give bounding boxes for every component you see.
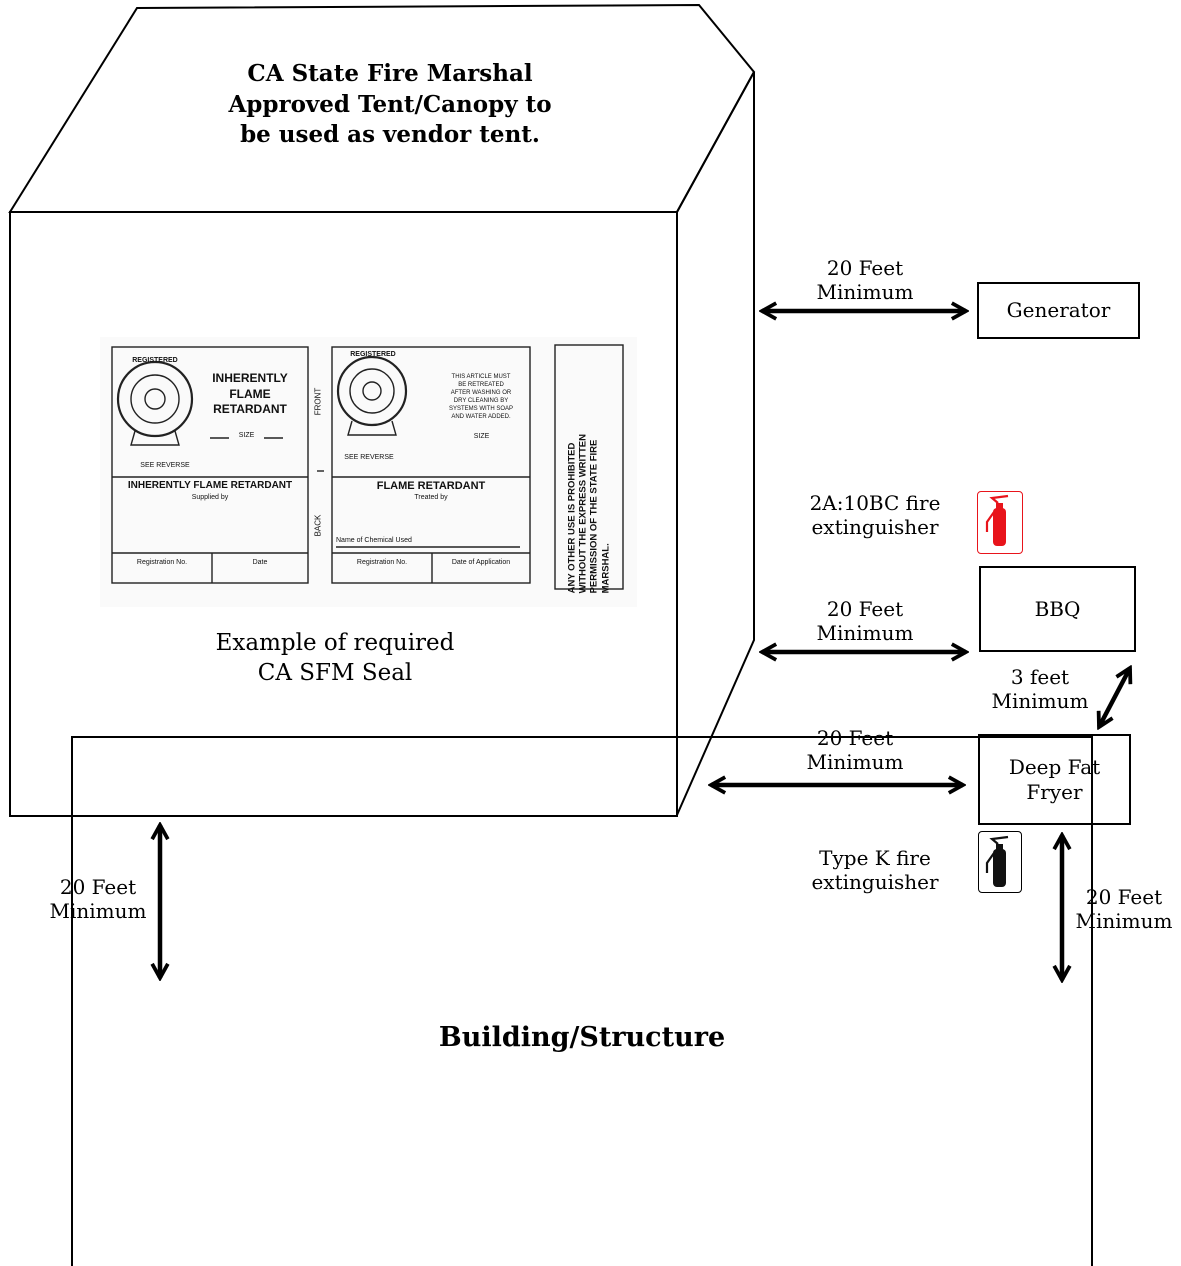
tent-side	[676, 71, 755, 816]
extinguisher-red-glyph	[985, 494, 1009, 546]
distance-line: Minimum	[1075, 909, 1173, 934]
generator-distance-label: 20 Feet Minimum	[790, 256, 940, 305]
distance-line: 20 Feet	[826, 597, 904, 621]
bbq-label: BBQ	[1034, 596, 1081, 621]
seal-notice-line: BE RETREATED	[458, 382, 504, 389]
seal-card1-heading-line: RETARDANT	[213, 402, 287, 417]
seal-caption-line: CA SFM Seal	[257, 659, 413, 686]
seal-card1-registration: Registration No.	[136, 559, 188, 566]
distance-line: Minimum	[806, 750, 904, 775]
seal-back-label: BACK	[313, 514, 323, 537]
seal-card1-heading-line: INHERENTLY	[212, 371, 288, 385]
seal-notice-line: THIS ARTICLE MUST	[451, 374, 511, 380]
seal-card1-heading-line: FLAME	[229, 386, 271, 401]
seal-card2-chemical: Name of Chemical Used	[336, 537, 412, 544]
generator-box: Generator	[977, 282, 1140, 339]
seal-notice-line: SYSTEMS WITH SOAP	[448, 406, 513, 413]
bbq-fryer-arrow	[1099, 668, 1130, 727]
seal-card2-bottom-heading: FLAME RETARDANT	[376, 480, 486, 492]
seal-front-label: FRONT	[313, 387, 323, 416]
seal-caption: Example of required CA SFM Seal	[170, 629, 500, 689]
seal-card1-date: Date	[252, 559, 268, 566]
bbq-fryer-distance-label: 3 feet Minimum	[980, 665, 1100, 714]
fryer-label-line: Fryer	[1026, 779, 1083, 804]
seal-warning-line: PERMISSION OF THE STATE FIRE	[589, 439, 600, 594]
seal-card2-size: SIZE	[473, 433, 490, 440]
extinguisher-label-line: 2A:10BC fire	[809, 491, 941, 515]
distance-line: 20 Feet	[826, 256, 904, 280]
extinguisher-k-label: Type K fire extinguisher	[790, 846, 960, 895]
seal-stamp-1: REGISTERED	[132, 357, 178, 364]
distance-line: Minimum	[816, 621, 914, 646]
seal-warning: ANY OTHER USE IS PROHIBITED WITHOUT THE …	[567, 353, 612, 593]
building-outline	[71, 736, 1093, 1266]
sfm-seal-image: REGISTERED REGISTERED INHERENTLY FLAME R…	[100, 337, 637, 607]
extinguisher-label-line: Type K fire	[819, 846, 931, 870]
distance-line: 20 Feet	[1085, 885, 1163, 909]
extinguisher-label-line: extinguisher	[811, 515, 939, 540]
fire-extinguisher-red-icon	[977, 491, 1023, 554]
distance-line: Minimum	[49, 899, 147, 924]
bbq-distance-label: 20 Feet Minimum	[790, 597, 940, 646]
seal-caption-line: Example of required	[215, 630, 455, 656]
extinguisher-label-line: extinguisher	[811, 870, 939, 895]
seal-notice-line: DRY CLEANING BY	[453, 398, 509, 405]
seal-card2-registration: Registration No.	[356, 559, 408, 566]
seal-card2-see-reverse: SEE REVERSE	[344, 454, 394, 461]
seal-linework	[111, 344, 624, 590]
seal-warning-line: WITHOUT THE EXPRESS WRITTEN	[577, 434, 589, 594]
generator-label: Generator	[1006, 298, 1111, 322]
seal-card1-bottom-heading: INHERENTLY FLAME RETARDANT	[127, 480, 293, 491]
seal-notice-line: AND WATER ADDED.	[451, 414, 511, 421]
seal-card1-heading: INHERENTLY FLAME RETARDANT	[200, 371, 300, 418]
tent-building-distance-label: 20 Feet Minimum	[38, 875, 158, 924]
seal-warning-line: ANY OTHER USE IS PROHIBITED	[566, 442, 578, 594]
seal-card2-notice: THIS ARTICLE MUST BE RETREATED AFTER WAS…	[436, 373, 526, 422]
distance-line: 20 Feet	[59, 875, 137, 899]
fire-extinguisher-black-icon	[978, 831, 1022, 893]
seal-notice-line: AFTER WASHING OR	[450, 390, 512, 397]
distance-line: 20 Feet	[816, 726, 894, 750]
tent-title-line: be used as vendor tent.	[240, 121, 540, 149]
fryer-distance-label: 20 Feet Minimum	[780, 726, 930, 775]
seal-card2-date-application: Date of Application	[451, 559, 511, 566]
seal-stamp-2: REGISTERED	[350, 351, 396, 358]
distance-line: Minimum	[991, 689, 1089, 714]
extinguisher-black-glyph	[985, 835, 1009, 887]
distance-line: 3 feet	[1010, 665, 1070, 689]
seal-card1-supplied-by: Supplied by	[191, 494, 229, 501]
tent-title-line: CA State Fire Marshal	[247, 60, 533, 87]
fryer-building-distance-label: 20 Feet Minimum	[1068, 885, 1180, 934]
tent-front	[9, 211, 678, 817]
seal-card1-size: SIZE	[238, 432, 255, 439]
seal-card2-treated-by: Treated by	[414, 494, 448, 501]
tent-title: CA State Fire Marshal Approved Tent/Cano…	[150, 59, 630, 151]
seal-card1-see-reverse: SEE REVERSE	[140, 462, 190, 469]
distance-line: Minimum	[816, 280, 914, 305]
fryer-label-line: Deep Fat	[1008, 754, 1101, 779]
building-label: Building/Structure	[438, 1022, 726, 1053]
tent-outline	[8, 3, 756, 817]
tent-title-line: Approved Tent/Canopy to	[228, 90, 552, 118]
bbq-box: BBQ	[979, 566, 1136, 652]
fryer-box: Deep Fat Fryer	[978, 734, 1131, 825]
extinguisher-2a-label: 2A:10BC fire extinguisher	[790, 491, 960, 540]
seal-warning-line: MARSHAL.	[600, 543, 612, 594]
